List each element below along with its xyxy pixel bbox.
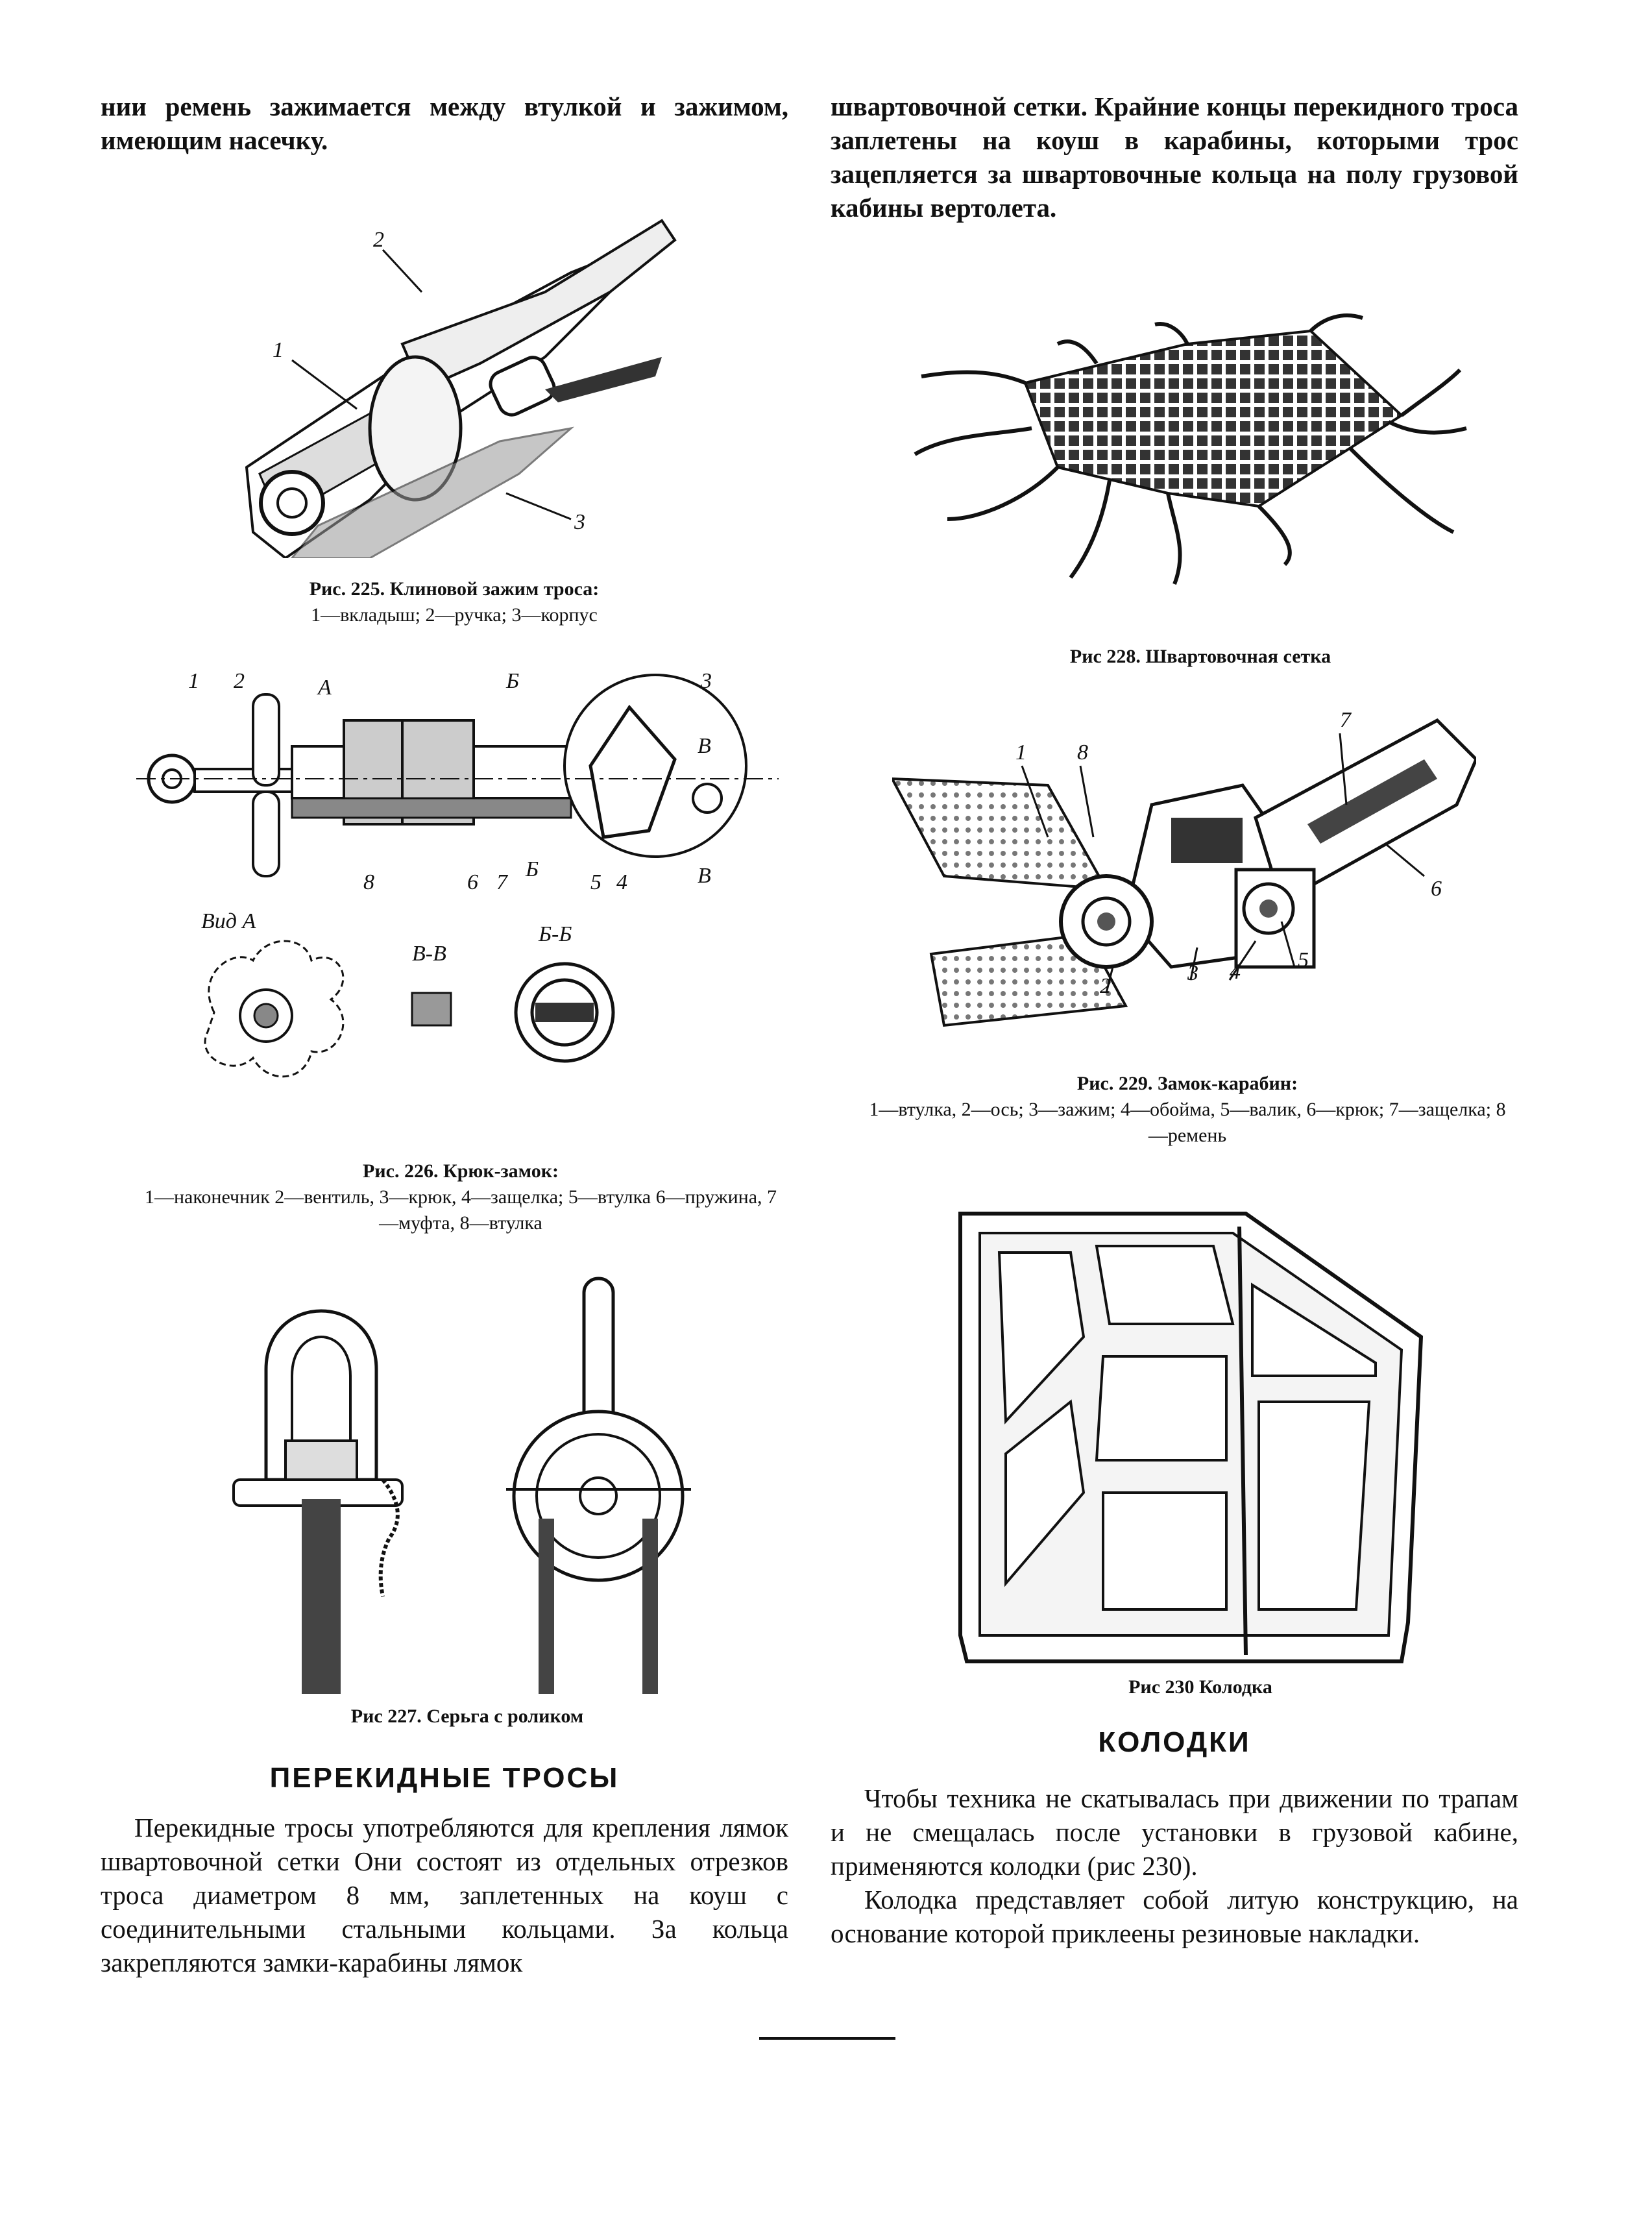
fig229-label-1: 1 (1015, 740, 1026, 764)
fig226-label-8: 8 (363, 870, 374, 894)
figure-228-title: Рис 228. Швартовочная сетка (1069, 646, 1331, 667)
figure-229-caption: Рис. 229. Замок-карабин: 1—втулка, 2—ось… (863, 1071, 1512, 1149)
figure-225-wedge-clamp: 1 2 3 (208, 195, 688, 558)
figure-230-wheel-chock (954, 1207, 1434, 1674)
fig225-label-3: 3 (574, 510, 585, 534)
figure-226-hook-lock: 1 2 3 4 5 6 7 8 А Б Б В В Вид А В-В Б-Б (136, 668, 779, 1110)
figure-229-title: Рис. 229. Замок-карабин: (1076, 1073, 1298, 1094)
figure-229-carabiner-lock: 1 2 3 4 5 6 7 8 (892, 707, 1476, 1058)
fig225-label-1: 1 (273, 338, 284, 362)
fig226-label-v-bottom: В (698, 864, 711, 888)
fig226-label-b-bottom: Б (525, 857, 539, 881)
figure-225-caption: Рис. 225. Клиновой зажим троса: 1—вклады… (195, 576, 714, 628)
fig229-label-4: 4 (1230, 960, 1241, 984)
fig229-label-6: 6 (1431, 877, 1442, 901)
fig226-label-b-top: Б (505, 669, 519, 693)
figure-228-mooring-net (895, 305, 1479, 591)
fig226-label-4: 4 (616, 870, 627, 894)
figure-227-shackle-roller (221, 1266, 714, 1694)
figure-226-legend: 1—наконечник 2—вентиль, 3—крюк, 4—защелк… (144, 1186, 777, 1234)
end-rule (759, 2037, 895, 2040)
figure-227-caption: Рис 227. Серьга с роликом (221, 1704, 714, 1730)
figure-230-title: Рис 230 Колодка (1128, 1676, 1272, 1698)
fig229-label-3: 3 (1187, 961, 1198, 985)
left-paragraph: Перекидные тросы употребляются для крепл… (101, 1813, 788, 1977)
figure-228-caption: Рис 228. Швартовочная сетка (908, 644, 1492, 670)
figure-226-caption: Рис. 226. Крюк-замок: 1—наконечник 2—вен… (143, 1158, 779, 1236)
figure-227-title: Рис 227. Серьга с роликом (350, 1706, 584, 1727)
right-paragraphs: Чтобы техника не скатывалась при движени… (831, 1781, 1518, 1950)
left-top-text: нии ремень зажимается между втулкой и за… (101, 92, 788, 155)
heading-kolodki: КОЛОДКИ (1098, 1726, 1251, 1758)
fig229-label-8: 8 (1077, 740, 1088, 764)
figure-225-title: Рис. 225. Клиновой зажим троса: (309, 578, 600, 600)
fig229-label-5: 5 (1298, 948, 1309, 972)
fig226-label-1: 1 (188, 669, 199, 693)
figure-226-title: Рис. 226. Крюк-замок: (363, 1160, 559, 1182)
figure-230-caption: Рис 230 Колодка (960, 1674, 1440, 1700)
heading-perekidnye-trosy: ПЕРЕКИДНЫЕ ТРОСЫ (269, 1762, 620, 1794)
fig229-label-7: 7 (1340, 708, 1352, 732)
fig226-view-vv-label: В-В (412, 942, 446, 966)
fig226-label-6: 6 (467, 870, 478, 894)
figure-229-legend: 1—втулка, 2—ось; 3—зажим; 4—обойма, 5—ва… (869, 1099, 1506, 1146)
figure-225-legend: 1—вкладыш; 2—ручка; 3—корпус (311, 604, 598, 626)
right-paragraph-1: Чтобы техника не скатывалась при движени… (831, 1783, 1518, 1881)
fig229-label-2: 2 (1100, 974, 1111, 998)
right-paragraph-2: Колодка представляет собой литую констру… (831, 1885, 1518, 1948)
fig226-label-a: А (317, 676, 332, 700)
fig226-view-a-label: Вид А (201, 909, 256, 933)
fig226-view-bb-label: Б-Б (538, 922, 572, 946)
fig226-label-5: 5 (590, 870, 601, 894)
fig225-label-2: 2 (373, 228, 384, 252)
fig226-label-3: 3 (700, 669, 712, 693)
fig226-label-2: 2 (234, 669, 245, 693)
right-top-text: швартовочной сетки. Крайние концы переки… (831, 92, 1518, 223)
fig226-label-7: 7 (496, 870, 509, 894)
fig226-label-v-top: В (698, 734, 711, 758)
